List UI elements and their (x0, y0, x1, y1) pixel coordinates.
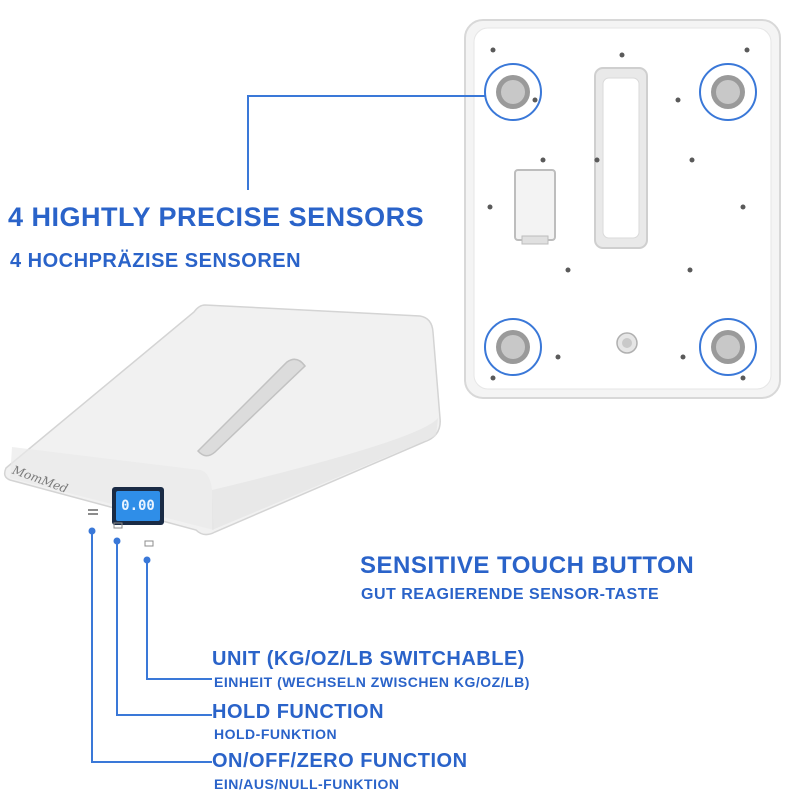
button-callout-dots (88, 527, 151, 564)
onoff-title: ON/OFF/ZERO FUNCTION (212, 750, 468, 772)
sensors-subtitle: 4 HOCHPRÄZISE SENSOREN (10, 250, 302, 272)
sensor-foot-bottom-left (484, 318, 542, 376)
screw-dots (487, 47, 750, 381)
lcd-display: 0.00 (116, 491, 160, 521)
sensor-foot-top-right (699, 63, 757, 121)
scale-bottom-view (464, 19, 781, 399)
sensor-foot-top-left (484, 63, 542, 121)
hold-title: HOLD FUNCTION (212, 701, 385, 723)
sensor-callout-line (247, 95, 485, 190)
onoff-subtitle: EIN/AUS/NULL-FUNKTION (214, 776, 400, 792)
unit-title: UNIT (KG/OZ/LB SWITCHABLE) (212, 648, 525, 670)
sensor-foot-bottom-right (699, 318, 757, 376)
touch-subtitle: GUT REAGIERENDE SENSOR-TASTE (361, 586, 660, 603)
scale-top-view (3, 304, 441, 547)
lcd-reading: 0.00 (121, 498, 155, 514)
touch-title: SENSITIVE TOUCH BUTTON (360, 552, 695, 579)
button-callout-lines (91, 531, 212, 763)
unit-subtitle: EINHEIT (WECHSELN ZWISCHEN KG/OZ/LB) (214, 674, 530, 690)
sensors-title: 4 HIGHTLY PRECISE SENSORS (8, 202, 425, 232)
hold-subtitle: HOLD-FUNKTION (214, 726, 338, 742)
